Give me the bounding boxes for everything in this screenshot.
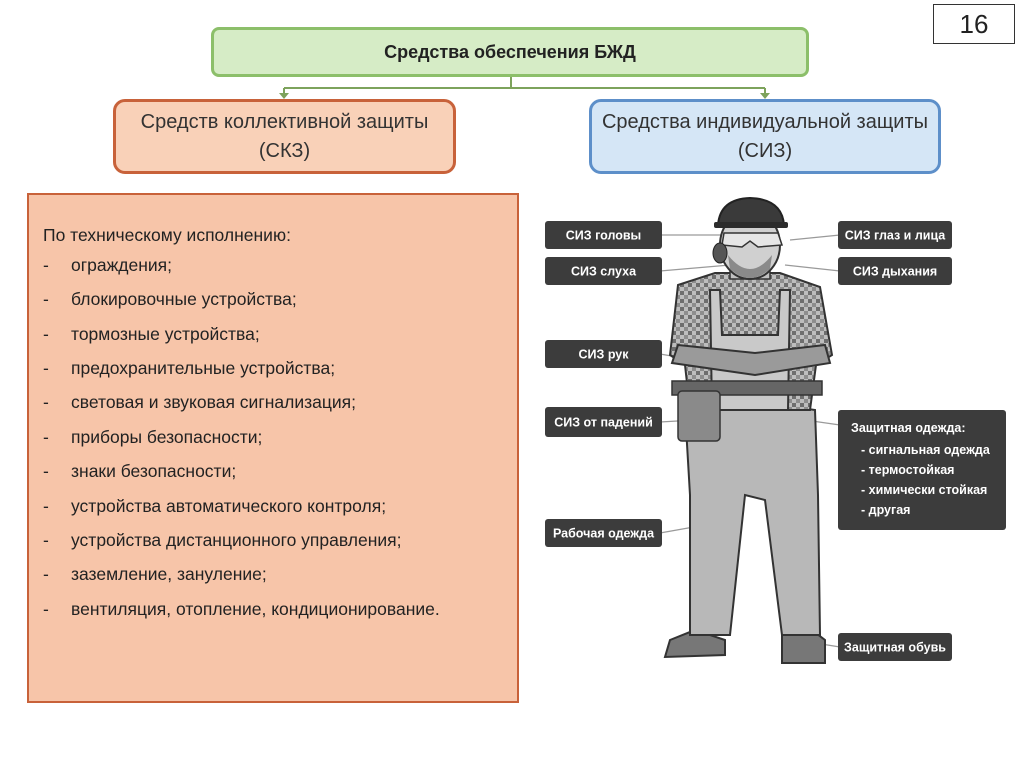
label-breathing: СИЗ дыхания [838,257,952,285]
label-workwear-text: Рабочая одежда [553,527,655,541]
main-title: Средства обеспечения БЖД [384,42,636,63]
list-bullet: - [43,358,71,380]
main-title-box: Средства обеспечения БЖД [211,27,809,77]
label-head: СИЗ головы [545,221,662,249]
list-item-text: устройства автоматического контроля; [71,496,503,518]
list-item: -ограждения; [43,255,503,277]
list-bullet: - [43,392,71,414]
protective-clothing-item: - химически стойкая [861,483,987,497]
list-item-text: приборы безопасности; [71,427,503,449]
label-eyes-text: СИЗ глаз и лица [845,229,947,243]
collective-protection-box: Средств коллективной защиты (СКЗ) [113,99,456,174]
list-item: -знаки безопасности; [43,461,503,483]
list-item: -устройства автоматического контроля; [43,496,503,518]
list-heading: По техническому исполнению: [43,225,503,247]
protective-clothing-title: Защитная одежда: [851,421,966,435]
list-item-text: ограждения; [71,255,503,277]
list-item: -приборы безопасности; [43,427,503,449]
label-hearing: СИЗ слуха [545,257,662,285]
list-item-text: устройства дистанционного управления; [71,530,503,552]
list-item-text: знаки безопасности; [71,461,503,483]
individual-protection-title: Средства индивидуальной защиты (СИЗ) [600,108,930,166]
hard-hat-brim [714,222,788,228]
label-breathing-text: СИЗ дыхания [853,265,937,279]
hard-hat-icon [718,198,784,225]
list-bullet: - [43,599,71,621]
list-item: -заземление, зануление; [43,564,503,586]
list-bullet: - [43,530,71,552]
list-item-text: блокировочные устройства; [71,289,503,311]
collective-measures-panel: По техническому исполнению: -ограждения;… [27,193,519,703]
label-protective-clothing: Защитная одежда: - сигнальная одежда - т… [838,410,1006,530]
collective-protection-title: Средств коллективной защиты (СКЗ) [135,108,435,166]
list-item: -предохранительные устройства; [43,358,503,380]
protective-clothing-item: - другая [861,503,910,517]
label-fall-text: СИЗ от падений [554,416,653,430]
list-bullet: - [43,496,71,518]
ear-protection-icon [713,243,727,263]
label-footwear-text: Защитная обувь [844,641,946,655]
label-head-text: СИЗ головы [566,229,641,243]
measures-list: -ограждения;-блокировочные устройства;-т… [43,255,503,621]
list-item-text: световая и звуковая сигнализация; [71,392,503,414]
list-bullet: - [43,255,71,277]
list-item: -устройства дистанционного управления; [43,530,503,552]
label-fall-protection: СИЗ от падений [545,407,662,437]
list-item-text: тормозные устройства; [71,324,503,346]
list-item: -вентиляция, отопление, кондиционировани… [43,599,503,621]
label-hands-text: СИЗ рук [579,348,630,362]
list-bullet: - [43,461,71,483]
label-footwear: Защитная обувь [838,633,952,661]
label-workwear: Рабочая одежда [545,519,662,547]
label-hearing-text: СИЗ слуха [571,265,637,279]
list-item: -световая и звуковая сигнализация; [43,392,503,414]
label-eyes-face: СИЗ глаз и лица [838,221,952,249]
list-item: -тормозные устройства; [43,324,503,346]
list-item-text: заземление, зануление; [71,564,503,586]
list-bullet: - [43,564,71,586]
list-item-text: предохранительные устройства; [71,358,503,380]
worker-illustration: СИЗ головы СИЗ слуха СИЗ рук СИЗ от паде… [520,195,1020,685]
list-bullet: - [43,289,71,311]
slide-number: 16 [933,4,1015,44]
protective-clothing-item: - сигнальная одежда [861,443,991,457]
list-bullet: - [43,427,71,449]
individual-protection-box: Средства индивидуальной защиты (СИЗ) [589,99,941,174]
list-bullet: - [43,324,71,346]
list-item: -блокировочные устройства; [43,289,503,311]
list-item-text: вентиляция, отопление, кондиционирование… [71,599,503,621]
label-hands: СИЗ рук [545,340,662,368]
protective-clothing-item: - термостойкая [861,463,954,477]
tool-pouch [678,391,720,441]
